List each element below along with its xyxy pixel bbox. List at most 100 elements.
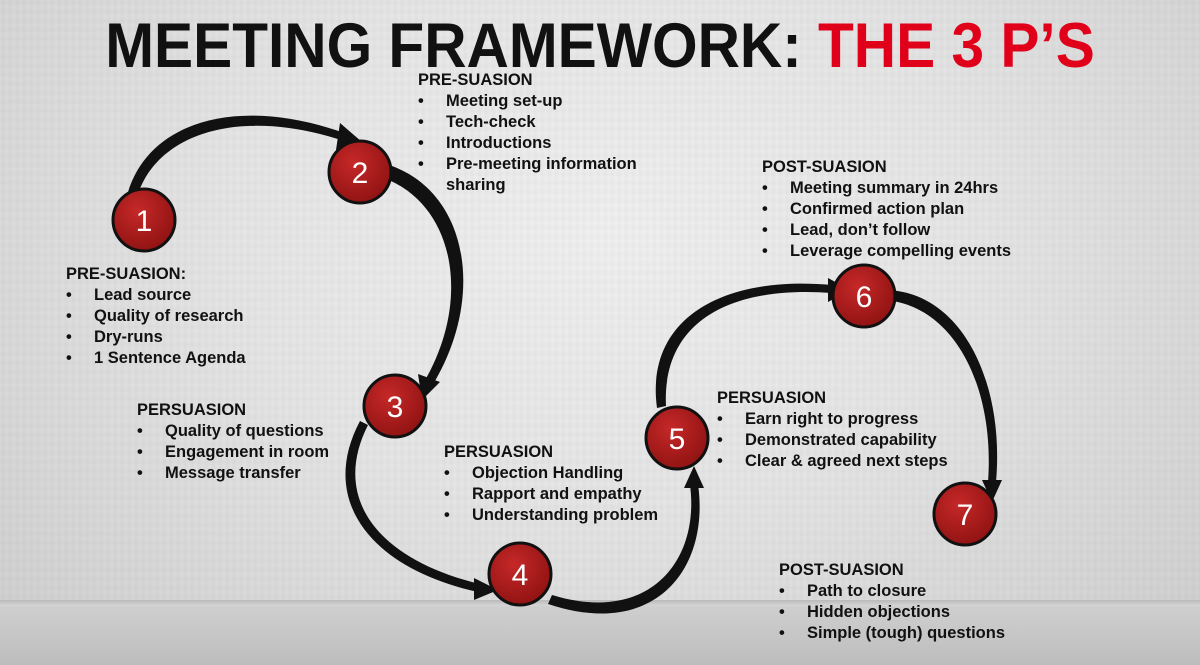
list-item-text: Lead, don’t follow <box>790 221 931 239</box>
bullet: • <box>418 134 424 152</box>
list-item-text: Demonstrated capability <box>745 431 937 449</box>
list-item-text: Tech-check <box>446 113 536 131</box>
list-item-text: Confirmed action plan <box>790 200 965 218</box>
bullet: • <box>717 431 723 449</box>
list-item: • Meeting set-up <box>418 91 638 112</box>
bullet: • <box>762 179 768 197</box>
step-number: 2 <box>352 157 369 190</box>
list-item: • Understanding problem <box>444 505 658 526</box>
step-heading: PERSUASION <box>137 401 247 419</box>
step-5-text: PERSUASION •Earn right to progress • Demo… <box>717 388 948 472</box>
list-item-text: Objection Handling <box>472 464 624 482</box>
list-item: •Pre-meeting information sharing <box>418 154 638 196</box>
list-item: • Hidden objections <box>779 602 1005 623</box>
step-heading: PERSUASION <box>717 389 827 407</box>
bullet: • <box>779 603 785 621</box>
step-node-7: 7 <box>932 481 998 547</box>
list-item: • 1 Sentence Agenda <box>66 348 246 369</box>
list-item: • Rapport and empathy <box>444 484 658 505</box>
list-item-text: Dry-runs <box>94 328 163 346</box>
arrow-2-to-3 <box>384 166 464 386</box>
bullet: • <box>717 410 723 428</box>
list-item-text: Path to closure <box>807 582 927 600</box>
bullet: • <box>762 242 768 260</box>
step-7-text: POST-SUASION • Path to closure • Hidden ob… <box>779 560 1005 644</box>
step-number: 7 <box>957 499 974 532</box>
list-item-text: Quality of research <box>94 307 244 325</box>
list-item-text: Rapport and empathy <box>472 485 642 503</box>
step-3-text: PERSUASION • Quality of questions • Engage… <box>137 400 329 484</box>
bullet: • <box>137 422 143 440</box>
bullet: • <box>418 92 424 110</box>
list-item: • Clear & agreed next steps <box>717 451 948 472</box>
step-heading: PERSUASION <box>444 443 554 461</box>
arrow-4-to-5 <box>548 484 700 614</box>
list-item: • Simple (tough) questions <box>779 623 1005 644</box>
bullet: • <box>762 221 768 239</box>
step-4-text: PERSUASION • Objection Handling • Rapport … <box>444 442 658 526</box>
step-node-4: 4 <box>487 541 553 607</box>
step-heading: POST-SUASION <box>779 561 904 579</box>
step-node-2: 2 <box>327 139 393 205</box>
arrowhead-4-to-5 <box>684 466 704 488</box>
bullet: • <box>444 485 450 503</box>
bullet: • <box>66 349 72 367</box>
list-item-text: Understanding problem <box>472 506 659 524</box>
list-item-text: Engagement in room <box>165 443 330 461</box>
step-heading: PRE-SUASION <box>418 71 533 89</box>
step-heading: POST-SUASION <box>762 158 887 176</box>
list-item: • Meeting summary in 24hrs <box>762 178 1011 199</box>
list-item-text: Clear & agreed next steps <box>745 452 948 470</box>
step-number: 1 <box>136 205 153 238</box>
list-item: • Path to closure <box>779 581 1005 602</box>
list-item-text: Pre-meeting information sharing <box>446 155 637 194</box>
arrow-5-to-6 <box>655 283 832 408</box>
list-item-text: 1 Sentence Agenda <box>94 349 246 367</box>
bullet: • <box>779 624 785 642</box>
bullet: • <box>717 452 723 470</box>
step-number: 5 <box>669 423 686 456</box>
bullet: • <box>779 582 785 600</box>
bullet: • <box>137 443 143 461</box>
bullet: • <box>444 506 450 524</box>
list-item-text: Introductions <box>446 134 552 152</box>
list-item: •Confirmed action plan <box>762 199 1011 220</box>
step-6-text: POST-SUASION • Meeting summary in 24hrs •… <box>762 157 1011 262</box>
arrow-1-to-2 <box>128 115 347 194</box>
arrowhead-6-to-7 <box>982 480 1002 502</box>
list-item: •Lead source <box>66 285 246 306</box>
list-item: • Tech-check <box>418 112 638 133</box>
bullet: • <box>444 464 450 482</box>
floor <box>0 606 1200 665</box>
step-node-5: 5 <box>644 405 710 471</box>
title-main: MEETING FRAMEWORK: <box>105 11 819 81</box>
wall-texture <box>0 0 1200 610</box>
list-item: • Quality of research <box>66 306 246 327</box>
list-item-text: Hidden objections <box>807 603 951 621</box>
step-node-1: 1 <box>111 187 177 253</box>
step-number: 4 <box>512 559 529 592</box>
list-item-text: Meeting summary in 24hrs <box>790 179 999 197</box>
step-node-6: 6 <box>831 263 897 329</box>
list-item: • Introductions <box>418 133 638 154</box>
list-item-text: Meeting set-up <box>446 92 563 110</box>
list-item: • Quality of questions <box>137 421 329 442</box>
bullet: • <box>418 113 424 131</box>
step-1-text: PRE-SUASION: •Lead source • Quality of re… <box>66 264 246 369</box>
list-item-text: Leverage compelling events <box>790 242 1012 260</box>
title-accent: THE 3 P’S <box>818 11 1095 81</box>
bullet: • <box>66 307 72 325</box>
arrow-3-to-4 <box>345 421 480 592</box>
bullet: • <box>66 286 72 304</box>
list-item: •Dry-runs <box>66 327 246 348</box>
step-number: 6 <box>856 281 873 314</box>
list-item: •Earn right to progress <box>717 409 948 430</box>
slide-title: MEETING FRAMEWORK: THE 3 P’S <box>42 10 1158 82</box>
step-heading: PRE-SUASION: <box>66 265 187 283</box>
list-item-text: Simple (tough) questions <box>807 624 1005 642</box>
list-item: • Leverage compelling events <box>762 241 1011 262</box>
list-item-text: Quality of questions <box>165 422 324 440</box>
list-item: • Lead, don’t follow <box>762 220 1011 241</box>
